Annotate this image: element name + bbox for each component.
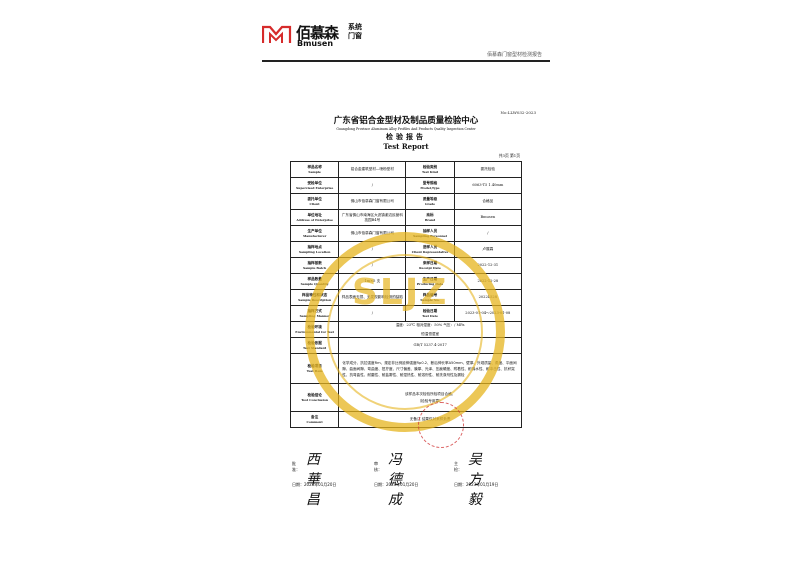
page-info: 共3页 第1页 [498, 153, 520, 158]
brand-name-en: Bmusen [297, 39, 334, 48]
report-title-cn: 检验报告 [386, 133, 426, 141]
field-value: 佛山市佰慕森门窗有限公司 [338, 225, 407, 242]
field-value: / [338, 177, 407, 194]
field-value: 铝合金建筑型材—喷粉型材 [338, 161, 407, 178]
header-divider [262, 60, 550, 62]
red-seal-icon [418, 402, 464, 448]
brand-name-cn: 佰慕森 [296, 24, 339, 42]
field-value: / [453, 225, 523, 242]
field-value: 2022-12-31 [453, 257, 523, 274]
seal-text: SLJZ [352, 272, 449, 313]
signature-block: 批准： 西華昌 日期：2023年01月20日 审核： 冯德成 日期：2023年0… [292, 452, 499, 508]
org-name-cn: 广东省铝合金型材及制品质量检验中心 [333, 116, 479, 126]
field-value: 广东省佛山市南海区大沥镇谢边民营科技园B4号 [338, 209, 407, 226]
brand-tagline: 系统门窗 [348, 23, 362, 40]
field-value: 6063-T5 1.40mm [453, 177, 523, 194]
inspection-seal-inner-ring [327, 254, 483, 410]
field-value: 佛山市佰慕森门窗有限公司 [338, 193, 407, 210]
field-value: 合格品 [453, 193, 523, 210]
report-title-en: Test Report [383, 142, 429, 151]
field-value: 委托检验 [453, 161, 523, 178]
field-value: Bmusen [453, 209, 523, 226]
header-caption: 佰慕森门窗型材检测报告 [486, 52, 542, 58]
field-value: 卢展霖 [453, 241, 523, 258]
bmusen-logo-icon [262, 25, 292, 43]
brand-header: 佰慕森 Bmusen 系统门窗 佰慕森门窗型材检测报告 [262, 22, 548, 62]
org-name-en: Guangdong Province Aluminum Alloy Profil… [336, 127, 476, 131]
report-number: No:LLW032-2023 [500, 110, 537, 115]
